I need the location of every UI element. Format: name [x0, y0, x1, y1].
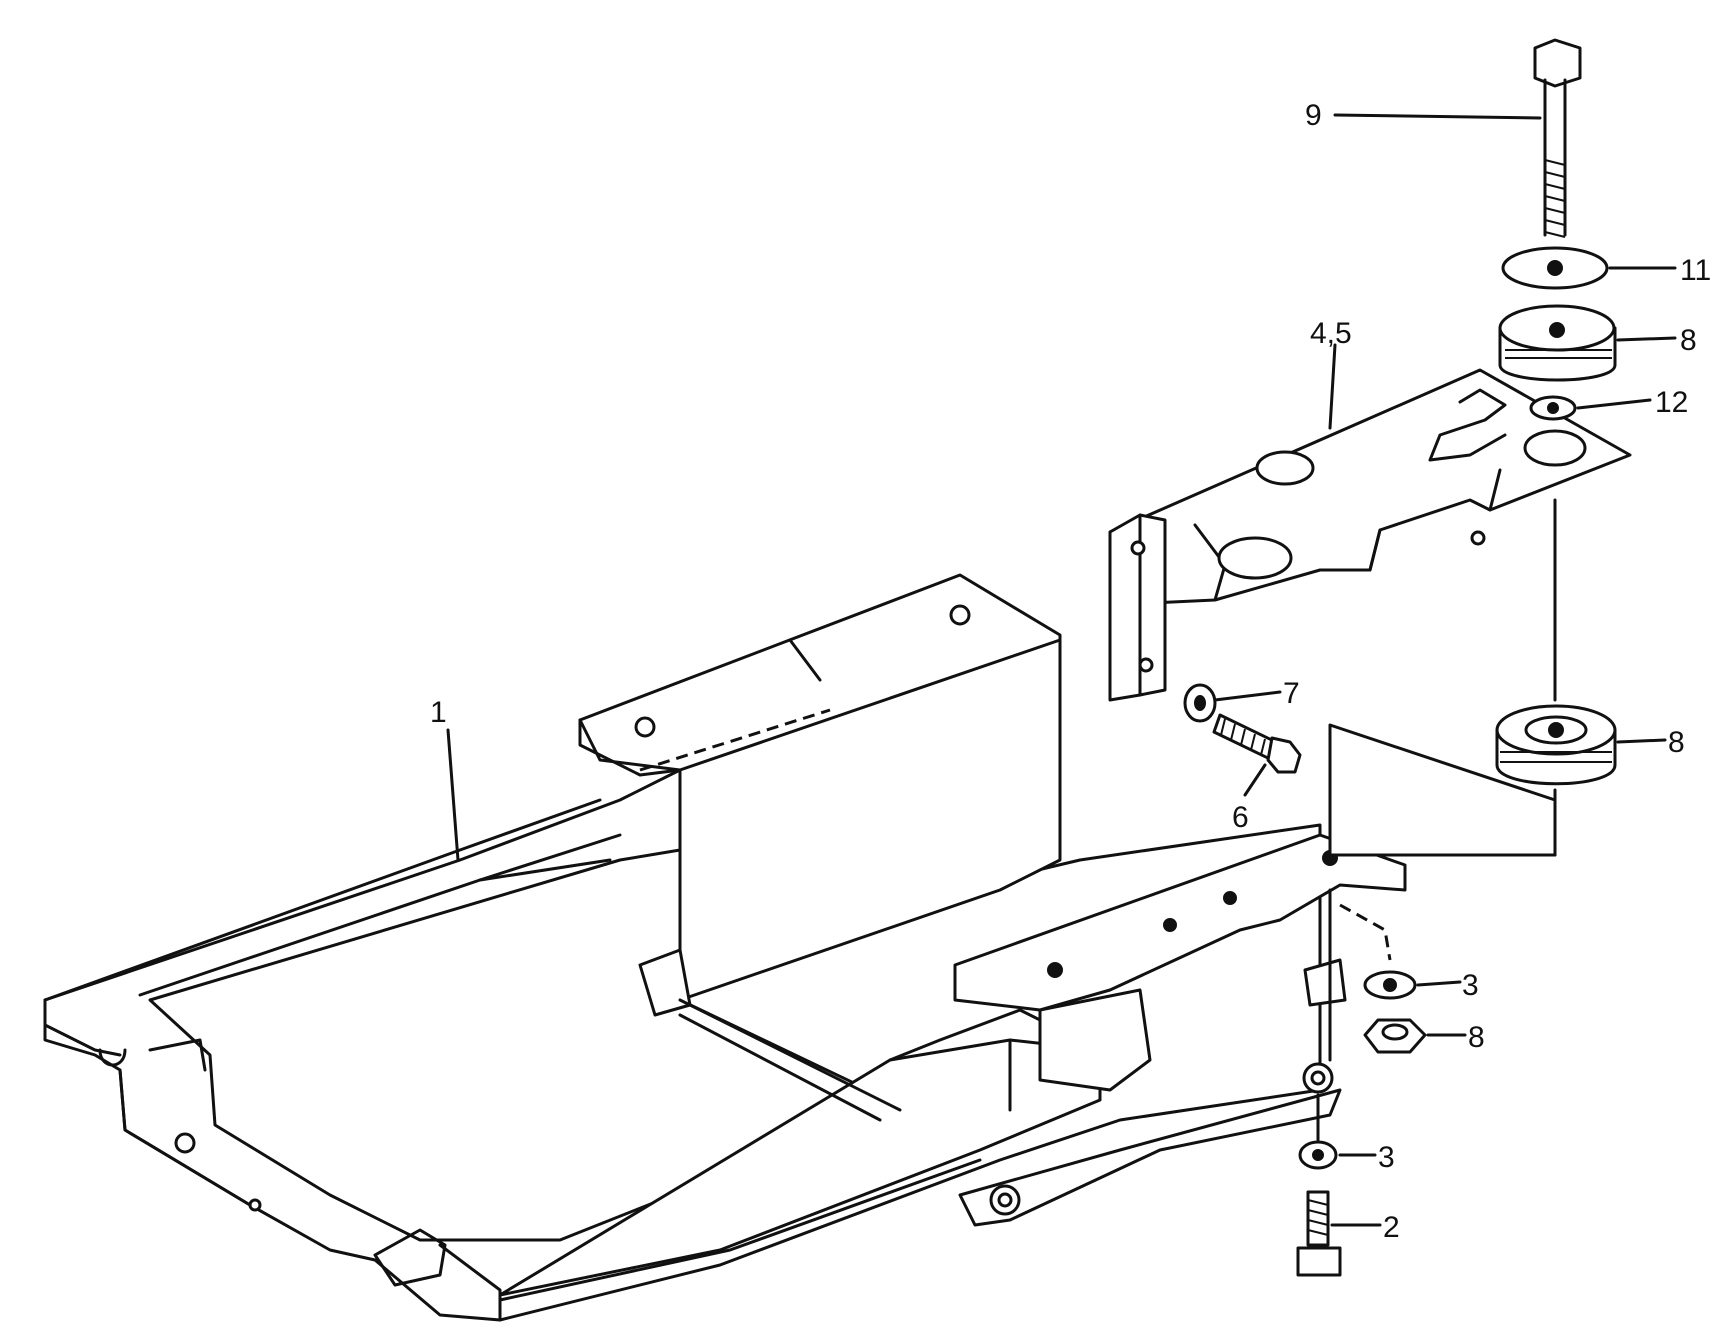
center-box — [578, 573, 1062, 1122]
callout-12: 12 — [1655, 386, 1688, 419]
screw-6 — [1212, 713, 1302, 774]
callout-2: 2 — [1383, 1211, 1400, 1244]
assembly-path — [1339, 903, 1392, 961]
callout-4-5: 4,5 — [1310, 317, 1352, 350]
isolator-8-top — [1498, 304, 1617, 382]
callout-8-nut: 8 — [1468, 1021, 1485, 1054]
upper-bracket — [1108, 368, 1632, 857]
base-frame — [43, 768, 1347, 1322]
callout-labels: 1 2 3 3 4,5 6 7 8 8 8 9 11 12 — [430, 99, 1711, 1244]
mounting-bracket-lower — [953, 833, 1407, 1062]
isolator-8-lower — [1495, 704, 1617, 786]
leader-lines — [446, 113, 1677, 1227]
lock-washer-3-lower — [1298, 1140, 1338, 1170]
bolt-2 — [1296, 1190, 1342, 1277]
washer-12 — [1529, 395, 1577, 421]
callout-3-lower: 3 — [1378, 1141, 1395, 1174]
callout-3-upper: 3 — [1462, 969, 1479, 1002]
callout-6: 6 — [1232, 801, 1249, 834]
callout-9: 9 — [1305, 99, 1322, 132]
callout-7: 7 — [1283, 677, 1300, 710]
hex-nut-8 — [1363, 1018, 1427, 1054]
washer-7 — [1183, 683, 1217, 723]
washer-11 — [1501, 246, 1609, 290]
callout-8-top: 8 — [1680, 324, 1697, 357]
callout-8-middle: 8 — [1668, 726, 1685, 759]
bolt-9 — [1533, 38, 1582, 238]
lock-washer-3-upper — [1363, 970, 1417, 1000]
callout-1: 1 — [430, 696, 447, 729]
callout-11: 11 — [1680, 254, 1711, 287]
